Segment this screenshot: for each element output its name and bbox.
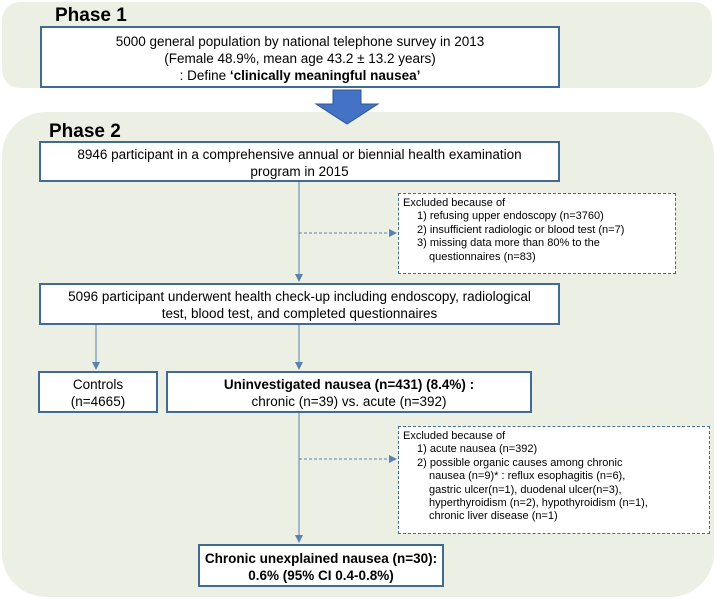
exclusion1-item: 3) missing data more than 80% to the	[417, 237, 600, 250]
uninvestigated-box: Uninvestigated nausea (n=431) (8.4%) : c…	[166, 371, 532, 413]
final-line2: 0.6% (95% CI 0.4-0.8%)	[248, 568, 394, 583]
phase1-line3-prefix: : Define	[179, 68, 230, 83]
uninvestigated-bold: Uninvestigated nausea (n=431) (8.4%) :	[223, 377, 475, 392]
exclusion2-item: nausea (n=9)* : reflux esophagitis (n=6)…	[429, 470, 626, 483]
exclusion1-item: 1) refusing upper endoscopy (n=3760)	[417, 210, 604, 223]
controls-line2: (n=4665)	[70, 394, 126, 409]
exclusion1-item: 2) insufficient radiologic or blood test…	[417, 223, 625, 236]
phase-down-arrow	[314, 89, 380, 125]
checkup-line1: 5096 participant underwent health check-…	[68, 289, 531, 304]
exclusion2-item: hyperthyroidism (n=2), hypothyroidism (n…	[429, 497, 648, 510]
participants-line2: program in 2015	[250, 164, 349, 179]
controls-line1: Controls	[72, 377, 124, 392]
exclusion1-item: questionnaires (n=83)	[429, 250, 536, 263]
phase1-line1: 5000 general population by national tele…	[115, 34, 485, 49]
uninvestigated-line2: chronic (n=39) vs. acute (n=392)	[251, 394, 447, 409]
controls-box: Controls (n=4665)	[38, 371, 158, 413]
exclusion1-heading: Excluded because of	[403, 197, 506, 209]
phase1-line3-bold: ‘clinically meaningful nausea’	[229, 68, 421, 83]
exclusion2-item: chronic liver disease (n=1)	[429, 510, 558, 523]
exclusion-box-1: Excluded because of 1) refusing upper en…	[398, 193, 676, 274]
exclusion2-item: gastric ulcer(n=1), duodenal ulcer(n=3),	[429, 483, 622, 496]
participants-line1: 8946 participant in a comprehensive annu…	[77, 147, 522, 162]
checkup-line2: test, blood test, and completed question…	[161, 306, 438, 321]
uninvestigated-line1: Uninvestigated nausea (n=431) (8.4%) :	[168, 376, 530, 393]
checkup-box: 5096 participant underwent health check-…	[39, 283, 560, 325]
final-result-box: Chronic unexplained nausea (n=30): 0.6% …	[198, 544, 444, 587]
phase1-line2: (Female 48.9%, mean age 43.2 ± 13.2 year…	[164, 51, 436, 66]
final-line1: Chronic unexplained nausea (n=30):	[204, 551, 438, 566]
exclusion2-item: 2) possible organic causes among chronic	[417, 456, 623, 469]
phase1-line3: : Define ‘clinically meaningful nausea’	[42, 67, 558, 84]
exclusion2-heading: Excluded because of	[403, 430, 506, 442]
exclusion-box-2: Excluded because of 1) acute nausea (n=3…	[398, 426, 710, 534]
phase1-title: Phase 1	[55, 5, 127, 26]
phase2-title: Phase 2	[49, 121, 121, 142]
phase1-survey-box: 5000 general population by national tele…	[40, 26, 560, 88]
exclusion2-item: 1) acute nausea (n=392)	[417, 443, 538, 456]
participants-box: 8946 participant in a comprehensive annu…	[39, 141, 560, 182]
